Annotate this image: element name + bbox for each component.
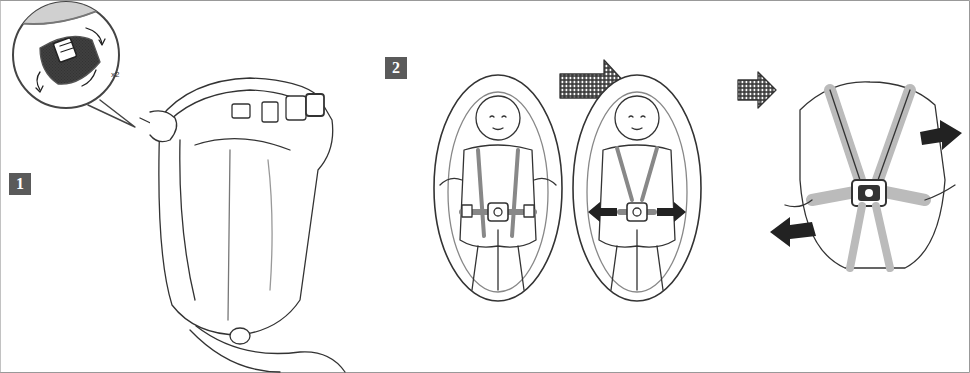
harness-closeup [770,82,962,268]
step-number: 2 [392,59,400,77]
infant-seat [434,75,562,301]
sequence-arrow [738,72,776,108]
step-number-box: 1 [9,173,31,195]
multiplier-note: x2 [111,70,119,79]
detail-inset [0,0,135,127]
seat-cover [140,78,345,372]
step-number: 1 [16,175,24,193]
step-number-box: 2 [385,57,407,79]
infant-seat [573,75,701,301]
